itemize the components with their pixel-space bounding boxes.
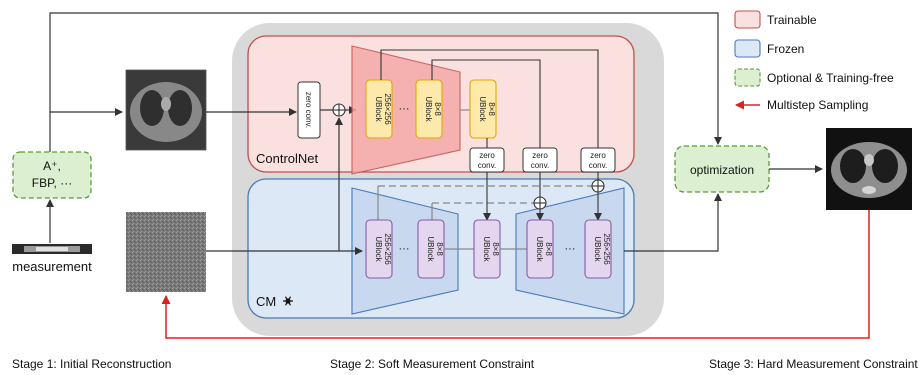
cm-ublock-2: UBlock 8×8: [417, 219, 445, 279]
svg-text:8×8: 8×8: [491, 242, 500, 256]
cn-ublock-3: UBlock 8×8: [469, 79, 497, 139]
init-recon-line2: FBP, ···: [32, 176, 72, 190]
zero-conv-2: zero conv.: [522, 147, 558, 173]
cn-ublock-1: UBlock 256×256: [365, 79, 393, 139]
cm-ublock-4: UBlock 8×8: [526, 219, 554, 279]
zero-conv-3: zero conv.: [580, 147, 616, 173]
stage-3-label: Stage 3: Hard Measurement Constraint: [709, 357, 918, 371]
svg-text:zero: zero: [479, 151, 495, 160]
legend-optional-swatch: [734, 68, 761, 87]
cm-ublock-3: UBlock 8×8: [473, 219, 501, 279]
cm-label: CM: [256, 294, 276, 309]
svg-text:UBlock: UBlock: [535, 236, 544, 262]
cn-dots: ···: [399, 103, 410, 115]
svg-text:8×8: 8×8: [544, 242, 553, 256]
svg-text:zero: zero: [532, 151, 548, 160]
legend-trainable-swatch: [734, 10, 761, 29]
cn-ublock-2: UBlock 8×8: [415, 79, 443, 139]
cm-ublock-1: UBlock 256×256: [365, 219, 393, 279]
top-bypass-line: [49, 12, 722, 152]
add-node-skip-inner: [533, 196, 547, 210]
svg-text:conv.: conv.: [478, 161, 497, 170]
snowflake-icon: [283, 296, 293, 306]
add-node-skip-outer: [591, 179, 605, 193]
svg-text:256×256: 256×256: [383, 93, 392, 125]
zero-conv-1: zero conv.: [469, 147, 505, 173]
svg-text:UBlock: UBlock: [424, 96, 433, 122]
svg-text:8×8: 8×8: [435, 242, 444, 256]
measurement-label: measurement: [12, 259, 92, 274]
cm-to-optimization-line: [624, 193, 722, 252]
cn-ub2-to-zeroconv-line: [431, 59, 541, 148]
svg-text:UBlock: UBlock: [374, 96, 383, 122]
svg-text:zero: zero: [590, 151, 606, 160]
legend-optional-label: Optional & Training-free: [767, 71, 894, 85]
zero-conv-input-label: zero conv.: [304, 92, 313, 128]
cm-ublock-5: UBlock 256×256: [584, 219, 612, 279]
multistep-sampling-loop: [161, 210, 870, 339]
svg-text:UBlock: UBlock: [374, 236, 383, 262]
legend-frozen-swatch: [734, 39, 761, 58]
controlnet-label: ControlNet: [256, 151, 319, 166]
stage-1-label: Stage 1: Initial Reconstruction: [12, 357, 171, 371]
init-recon-line1: A⁺,: [43, 159, 61, 173]
controlnet-encoder: [351, 45, 461, 175]
svg-text:UBlock: UBlock: [482, 236, 491, 262]
sinogram-image: [12, 244, 92, 254]
legend-sampling-label: Multistep Sampling: [767, 98, 868, 112]
init-recon-box: [12, 151, 92, 199]
cm-dots-left: ···: [399, 243, 410, 255]
optimization-label: optimization: [690, 163, 754, 177]
svg-text:256×256: 256×256: [383, 233, 392, 265]
legend-frozen-label: Frozen: [767, 42, 804, 56]
cn-ub1-to-zeroconv-line: [380, 49, 599, 148]
legend: Trainable Frozen Optional & Training-fre…: [734, 10, 894, 112]
cm-dots-right: ···: [565, 243, 576, 255]
svg-text:UBlock: UBlock: [593, 236, 602, 262]
svg-text:conv.: conv.: [589, 161, 608, 170]
svg-text:UBlock: UBlock: [426, 236, 435, 262]
ct-initial-image: [125, 69, 207, 151]
stage-2-label: Stage 2: Soft Measurement Constraint: [330, 357, 535, 371]
ct-output-image: [826, 128, 912, 210]
noise-image: [126, 212, 206, 292]
legend-trainable-label: Trainable: [767, 13, 817, 27]
svg-text:8×8: 8×8: [433, 102, 442, 116]
svg-text:UBlock: UBlock: [478, 96, 487, 122]
svg-text:conv.: conv.: [531, 161, 550, 170]
svg-text:8×8: 8×8: [487, 102, 496, 116]
add-node-controlnet: [332, 103, 346, 117]
svg-text:256×256: 256×256: [602, 233, 611, 265]
